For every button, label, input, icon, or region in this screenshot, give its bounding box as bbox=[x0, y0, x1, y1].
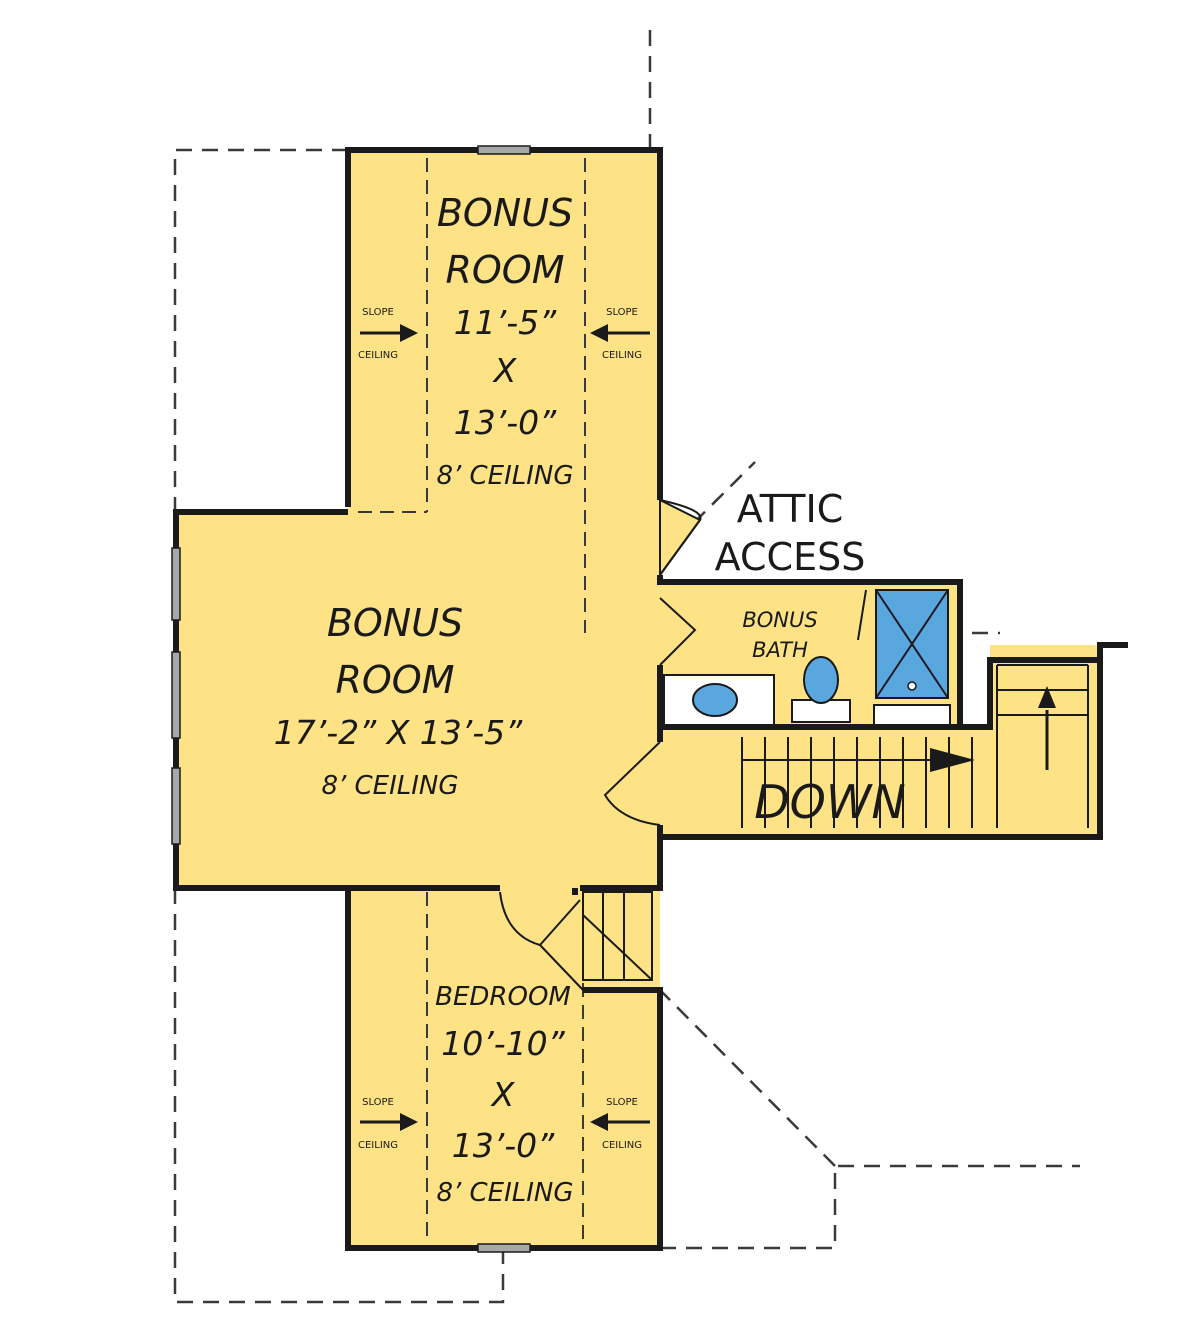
bonus-room-main-label: BONUS ROOM 17’-2” X 13’-5” 8’ CEILING bbox=[274, 601, 523, 801]
window-left-1 bbox=[171, 547, 181, 621]
room-name: ROOM bbox=[445, 248, 564, 292]
bath-fixtures bbox=[663, 589, 951, 726]
bonus-bath-label: BONUS BATH bbox=[742, 608, 817, 662]
svg-text:SLOPE: SLOPE bbox=[362, 1097, 394, 1108]
arrow-right-icon bbox=[400, 1113, 418, 1131]
attic-label-line2: ACCESS bbox=[715, 535, 866, 579]
door-swings bbox=[499, 498, 702, 991]
room-width: 10’-10” bbox=[441, 1024, 565, 1063]
window-left-3 bbox=[171, 767, 181, 845]
arrow-left-icon bbox=[590, 1113, 608, 1131]
windows bbox=[171, 145, 531, 1253]
arrow-left-icon bbox=[590, 324, 608, 342]
room-name: BONUS bbox=[742, 608, 817, 632]
svg-text:SLOPE: SLOPE bbox=[606, 307, 638, 318]
room-name: BONUS bbox=[437, 191, 573, 235]
room-name: BONUS bbox=[327, 601, 463, 645]
room-ceiling: 8’ CEILING bbox=[321, 771, 458, 801]
slope-marker-bottom-right: SLOPE CEILING bbox=[590, 1097, 650, 1151]
stairs bbox=[582, 664, 1089, 981]
bedroom-label: BEDROOM 10’-10” X 13’-0” 8’ CEILING bbox=[435, 982, 573, 1208]
arrow-right-icon bbox=[400, 324, 418, 342]
window-bottom bbox=[477, 1243, 531, 1253]
svg-text:CEILING: CEILING bbox=[358, 350, 398, 361]
slope-lines bbox=[358, 158, 586, 1244]
room-dimensions: 17’-2” X 13’-5” bbox=[274, 713, 523, 752]
stairs-down-label: DOWN bbox=[754, 775, 906, 829]
room-width: 11’-5” bbox=[454, 303, 557, 342]
room-depth: 13’-0” bbox=[452, 1126, 555, 1165]
room-name: ROOM bbox=[335, 658, 454, 702]
toilet-bowl-icon bbox=[803, 656, 839, 704]
svg-text:SLOPE: SLOPE bbox=[362, 307, 394, 318]
arrow-right-icon bbox=[930, 748, 975, 772]
slope-marker-top-right: SLOPE CEILING bbox=[590, 307, 650, 361]
svg-text:SLOPE: SLOPE bbox=[606, 1097, 638, 1108]
slope-marker-top-left: SLOPE CEILING bbox=[358, 307, 418, 361]
room-dim-separator: X bbox=[490, 1075, 516, 1114]
svg-text:CEILING: CEILING bbox=[602, 350, 642, 361]
slope-marker-bottom-left: SLOPE CEILING bbox=[358, 1097, 418, 1151]
window-left-2 bbox=[171, 651, 181, 739]
room-name: BEDROOM bbox=[435, 982, 571, 1012]
window-top bbox=[477, 145, 531, 155]
attic-label-line1: ATTIC bbox=[737, 487, 844, 531]
svg-text:CEILING: CEILING bbox=[602, 1140, 642, 1151]
sink-icon bbox=[692, 683, 738, 717]
room-ceiling: 8’ CEILING bbox=[436, 461, 573, 491]
bonus-room-top-label: BONUS ROOM 11’-5” X 13’-0” 8’ CEILING bbox=[436, 191, 573, 491]
room-name: BATH bbox=[752, 638, 808, 662]
attic-access-label: ATTIC ACCESS bbox=[715, 487, 866, 579]
room-dim-separator: X bbox=[492, 351, 518, 390]
room-depth: 13’-0” bbox=[454, 403, 557, 442]
svg-text:CEILING: CEILING bbox=[358, 1140, 398, 1151]
room-ceiling: 8’ CEILING bbox=[436, 1178, 573, 1208]
arrow-up-icon bbox=[1038, 686, 1056, 708]
